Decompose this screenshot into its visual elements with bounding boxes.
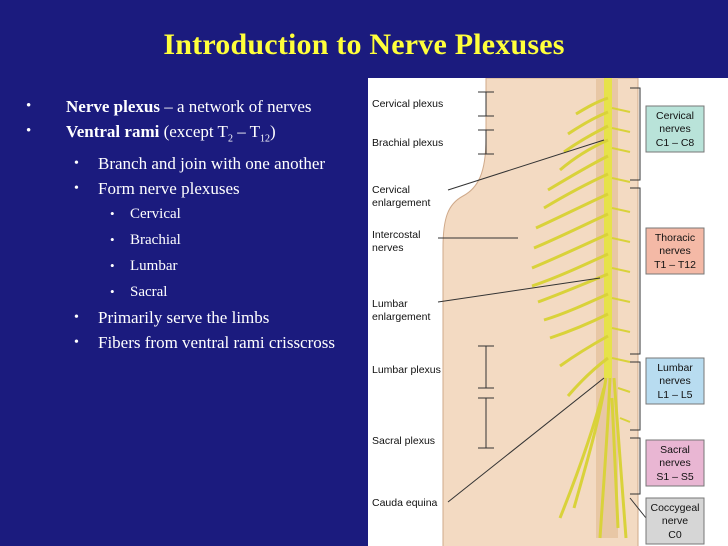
label-cervical-enlargement-1: Cervical <box>372 184 410 196</box>
sub-bullet-limbs: • Primarily serve the limbs <box>26 307 356 328</box>
box-text: nerves <box>659 375 691 387</box>
ventral-rami-text: ) <box>270 122 276 141</box>
spinal-nerves-figure: Cervical plexus Brachial plexus Cervical… <box>368 78 728 546</box>
ventral-rami-text: (except T <box>159 122 228 141</box>
bullet-dot: • <box>74 181 79 197</box>
bullet-dot: • <box>26 123 32 139</box>
bullet-dot: • <box>110 284 115 300</box>
plexus-item: • Brachial <box>26 229 356 251</box>
sub-bullet-text: Form nerve plexuses <box>98 179 240 199</box>
region-brackets <box>629 87 647 519</box>
box-thoracic-nerves: Thoracic nerves T1 – T12 <box>645 227 705 275</box>
plexus-item: • Lumbar <box>26 255 356 277</box>
label-lumbar-enlargement-1: Lumbar <box>372 298 408 310</box>
bullet-nerve-plexus: • Nerve plexus – a network of nerves <box>26 96 356 117</box>
label-cervical-enlargement-2: enlargement <box>372 197 430 209</box>
sub-bullet-form: • Form nerve plexuses <box>26 178 356 199</box>
box-text: nerve <box>662 515 688 527</box>
label-cauda-equina: Cauda equina <box>372 497 438 509</box>
box-text: nerves <box>659 457 691 469</box>
box-text: nerves <box>659 123 691 135</box>
sub-bullet-text: Primarily serve the limbs <box>98 308 270 328</box>
sub-bullet-crisscross: • Fibers from ventral rami crisscross <box>26 332 356 353</box>
box-text: Cervical <box>656 110 694 122</box>
plexus-name: Cervical <box>130 206 181 223</box>
bullet-dot: • <box>110 206 115 222</box>
box-text: Coccygeal <box>650 502 699 514</box>
label-intercostal-2: nerves <box>372 242 404 254</box>
spinal-nerves-right <box>611 107 631 423</box>
plexus-name: Sacral <box>130 284 168 301</box>
box-text: Sacral <box>660 444 690 456</box>
box-lumbar-nerves: Lumbar nerves L1 – L5 <box>645 357 705 405</box>
bullet-dot: • <box>74 156 79 172</box>
box-sacral-nerves: Sacral nerves S1 – S5 <box>645 439 705 487</box>
label-intercostal-1: Intercostal <box>372 229 420 241</box>
label-brachial-plexus: Brachial plexus <box>372 137 443 149</box>
term-ventral-rami: Ventral rami <box>66 122 160 141</box>
box-text: nerves <box>659 245 691 257</box>
box-text: L1 – L5 <box>657 389 692 401</box>
box-text: C1 – C8 <box>656 137 695 149</box>
box-coccygeal-nerve: Coccygeal nerve C0 <box>645 497 705 545</box>
body-silhouette <box>442 78 639 546</box>
bullet-dot: • <box>26 98 32 114</box>
plexus-name: Lumbar <box>130 258 178 275</box>
bullet-dot: • <box>74 310 79 326</box>
box-cervical-nerves: Cervical nerves C1 – C8 <box>645 105 705 153</box>
subscript: 12 <box>260 133 271 145</box>
plexus-item: • Cervical <box>26 203 356 225</box>
label-cervical-plexus: Cervical plexus <box>372 98 443 110</box>
slide-title: Introduction to Nerve Plexuses <box>163 28 565 61</box>
subscript: 2 <box>227 133 233 145</box>
definition-nerve-plexus: – a network of nerves <box>159 97 312 116</box>
sub-bullet-text: Branch and join with one another <box>98 154 326 174</box>
sub-bullet-branch: • Branch and join with one another <box>26 153 356 174</box>
bullet-ventral-rami: • Ventral rami (except T2 – T12) <box>26 121 356 149</box>
term-nerve-plexus: Nerve plexus <box>66 97 160 116</box>
label-sacral-plexus: Sacral plexus <box>372 435 435 447</box>
box-text: C0 <box>668 529 682 541</box>
bullet-dot: • <box>74 335 79 351</box>
bullet-dot: • <box>110 232 115 248</box>
plexus-name: Brachial <box>130 232 181 249</box>
ventral-rami-text: – T <box>232 122 261 141</box>
sub-bullet-text: Fibers from ventral rami crisscross <box>98 333 335 353</box>
label-lumbar-plexus: Lumbar plexus <box>372 364 441 376</box>
box-text: S1 – S5 <box>656 471 694 483</box>
plexus-item: • Sacral <box>26 281 356 303</box>
label-leader-lines <box>437 91 605 503</box>
bullet-list: • Nerve plexus – a network of nerves • V… <box>26 96 356 357</box>
spinal-nerves-diagram: Cervical plexus Brachial plexus Cervical… <box>372 78 705 546</box>
nerve-branches <box>531 96 628 539</box>
bullet-dot: • <box>110 258 115 274</box>
box-text: Thoracic <box>655 232 695 244</box>
label-lumbar-enlargement-2: enlargement <box>372 311 430 323</box>
box-text: Lumbar <box>657 362 693 374</box>
box-text: T1 – T12 <box>654 259 696 271</box>
